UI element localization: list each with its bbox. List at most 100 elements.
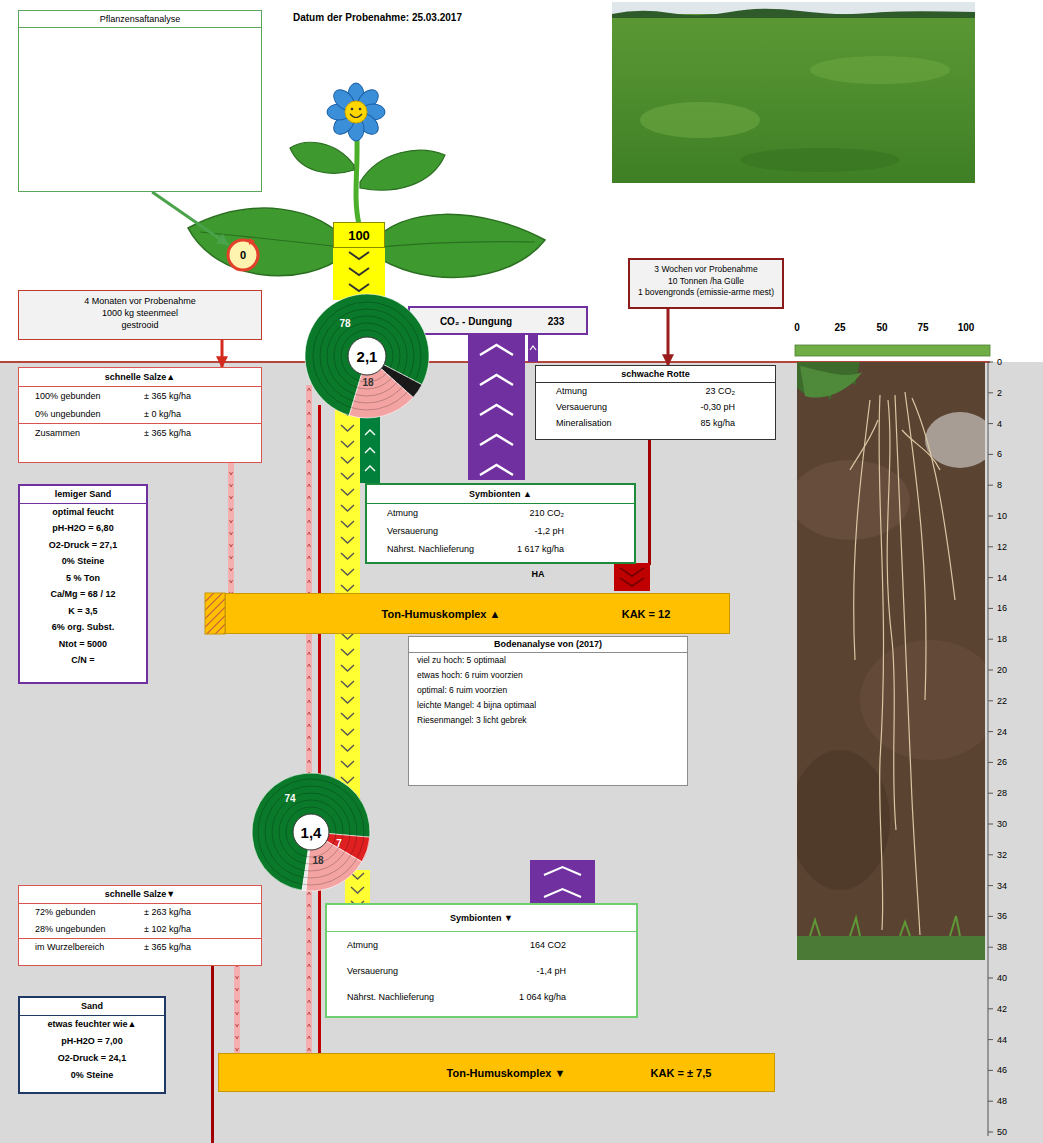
soil-patch: [797, 460, 910, 540]
box-text: ± 0 kg/ha: [144, 405, 261, 423]
nutrient-line: [318, 405, 321, 1053]
grass-field: [612, 2, 975, 183]
label-anchor: 8: [997, 480, 1002, 490]
label-anchor: 12: [997, 542, 1007, 552]
depth-axis: [988, 362, 989, 1136]
box-text: 210 CO₂: [517, 504, 634, 522]
depth-number: 28: [997, 788, 1007, 798]
smiley-eye: [351, 108, 354, 111]
ring-arrow: [249, 238, 255, 245]
horizon-label: HA: [532, 569, 545, 579]
label-anchor: 38: [997, 942, 1007, 952]
box-text: 23 CO₂: [700, 383, 775, 399]
box-text: Nährst. Nachlieferung: [367, 540, 517, 558]
label-anchor: 26: [997, 757, 1007, 767]
label-anchor: 50: [876, 322, 887, 333]
box-content: Pflanzensaftanalyse: [19, 11, 261, 28]
depth-number: 38: [997, 942, 1007, 952]
clay-humus-band: Ton-Humuskomplex ▲ KAK = 12: [225, 593, 730, 634]
text-anchor: 0: [240, 249, 246, 261]
label-anchor: 25: [834, 322, 845, 333]
box-text: 1000 kg steenmeel: [23, 307, 257, 319]
scale-number: 0: [794, 322, 800, 333]
soil-analysis-box: Bodenanalyse von (2017)viel zu hoch: 5 o…: [408, 636, 688, 786]
depth-number: 22: [997, 696, 1007, 706]
depth-number: 46: [997, 1065, 1007, 1075]
thistle-leaf: [800, 366, 862, 398]
co2-column-lower: [530, 860, 595, 903]
text-anchor: 233: [548, 315, 565, 326]
flower-petals: [327, 83, 385, 141]
label-anchor: 46: [997, 1065, 1007, 1075]
label-anchor: 42: [997, 1004, 1007, 1014]
box-text: 6% org. Subst.: [20, 619, 146, 636]
roots: [850, 392, 955, 935]
depth-number: 8: [997, 480, 1002, 490]
node-text: 7: [336, 838, 342, 849]
label-anchor: 16: [997, 603, 1007, 613]
label-anchor: 24: [997, 727, 1007, 737]
grass-patch: [810, 56, 950, 84]
box-text: 3 Wochen vor Probenahme: [634, 264, 778, 276]
node-text: 233: [548, 315, 565, 326]
root: [879, 395, 884, 930]
depth-number: 36: [997, 911, 1007, 921]
scale-number: 25: [834, 322, 845, 333]
depth-number: 12: [997, 542, 1007, 552]
box-text: Atmung: [327, 932, 519, 958]
node-text: 18: [312, 855, 323, 866]
node-text: 2,1: [357, 348, 378, 365]
box-content: lemiger Sandoptimal feuchtpH-H2O = 6,80O…: [20, 486, 146, 669]
clay-humus-band: Ton-Humuskomplex ▼KAK = ± 7,5: [218, 1053, 775, 1092]
depth-number: 48: [997, 1096, 1007, 1106]
box-text: etwas feuchter wie▲: [20, 1016, 164, 1033]
text-anchor: 18: [362, 377, 373, 388]
box-text: optimal: 6 ruim voorzien: [409, 683, 687, 698]
text-anchor: Ton-Humuskomplex ▼: [447, 1067, 566, 1079]
symbionts-box: Symbionten ▼Atmung164 CO2Versauerung-1,4…: [325, 903, 638, 1018]
salt-flow-line: [306, 385, 312, 1053]
fertilizer-note: 4 Monaten vor Probenahme1000 kg steenmee…: [18, 290, 262, 340]
leaf: [370, 214, 545, 277]
node-text: KAK = 12: [622, 608, 671, 620]
leaf: [290, 142, 354, 173]
text-anchor: CO₂ - Dungung: [440, 315, 512, 326]
label-anchor: 40: [997, 973, 1007, 983]
box-text: gestrooid: [23, 319, 257, 331]
box-text: 10 Tonnen /ha Gülle: [634, 276, 778, 288]
label-anchor: 75: [917, 322, 928, 333]
box-text: Ca/Mg = 68 / 12: [20, 586, 146, 603]
pie-group: [305, 294, 429, 418]
node-text: Ton-Humuskomplex ▲: [382, 608, 501, 620]
box-text: 85 kg/ha: [700, 415, 775, 431]
label-anchor: 30: [997, 819, 1007, 829]
box-heading: Bodenanalyse von (2017): [409, 637, 687, 653]
label-anchor: 6: [997, 449, 1002, 459]
text-anchor: 18: [312, 855, 323, 866]
leaf: [360, 150, 445, 190]
box-text: 164 CO2: [519, 932, 636, 958]
subsoil-pie: 741,4187: [251, 772, 371, 892]
box-content: schnelle Salze▲100% gebunden± 365 kg/ha0…: [19, 368, 261, 442]
manure-note: 3 Wochen vor Probenahme10 Tonnen /ha Gül…: [628, 258, 784, 309]
arrow-connector: [152, 192, 228, 245]
box-text: -1,4 pH: [519, 958, 636, 984]
depth-number: 16: [997, 603, 1007, 613]
value-circle: 0: [225, 237, 261, 273]
pie-ring: [272, 793, 350, 871]
label-anchor: 0: [794, 322, 800, 333]
text-anchor: 74: [284, 793, 295, 804]
label-anchor: 28: [997, 788, 1007, 798]
box-text: im Wurzelbereich: [19, 938, 144, 956]
soil-grass: [797, 936, 985, 960]
box-text: Ntot = 5000: [20, 636, 146, 653]
box-text: leichte Mangel: 4 bijna optimaal: [409, 698, 687, 713]
node-text: CO₂ - Dungung: [440, 315, 512, 326]
depth-number: 10: [997, 511, 1007, 521]
box-text: K = 3,5: [20, 603, 146, 620]
box-text: pH-H2O = 6,80: [20, 520, 146, 537]
depth-number: 40: [997, 973, 1007, 983]
box-text: pH-H2O = 7,00: [20, 1033, 164, 1050]
box-text: 0% Steine: [20, 553, 146, 570]
